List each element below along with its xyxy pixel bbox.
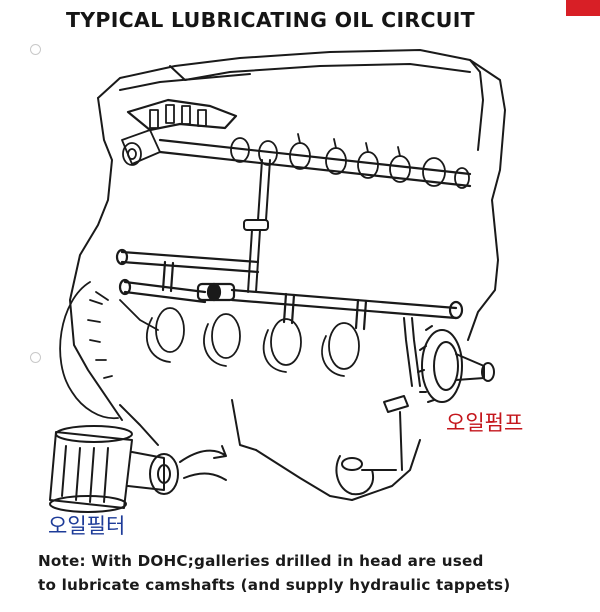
oil-filter-label: 오일필터 bbox=[48, 514, 126, 538]
binder-hole-bottom bbox=[30, 352, 41, 363]
note-line-2: to lubricate camshafts (and supply hydra… bbox=[38, 576, 511, 594]
oil-pump-label: 오일펌프 bbox=[446, 411, 524, 435]
oil-sump-pickup bbox=[335, 455, 397, 496]
binder-hole-top bbox=[30, 44, 41, 55]
page-title: TYPICAL LUBRICATING OIL CIRCUIT bbox=[66, 8, 475, 32]
flywheel bbox=[59, 281, 119, 420]
corner-color-mark bbox=[566, 0, 600, 16]
camshaft-rocker-assembly bbox=[121, 98, 472, 189]
note-line-1: Note: With DOHC;galleries drilled in hea… bbox=[38, 552, 484, 570]
main-oil-gallery bbox=[115, 248, 464, 331]
oil-filter bbox=[49, 425, 227, 513]
crankshaft-bearings bbox=[119, 299, 360, 377]
oil-pump bbox=[383, 317, 495, 471]
engine-block-outline bbox=[69, 49, 506, 501]
